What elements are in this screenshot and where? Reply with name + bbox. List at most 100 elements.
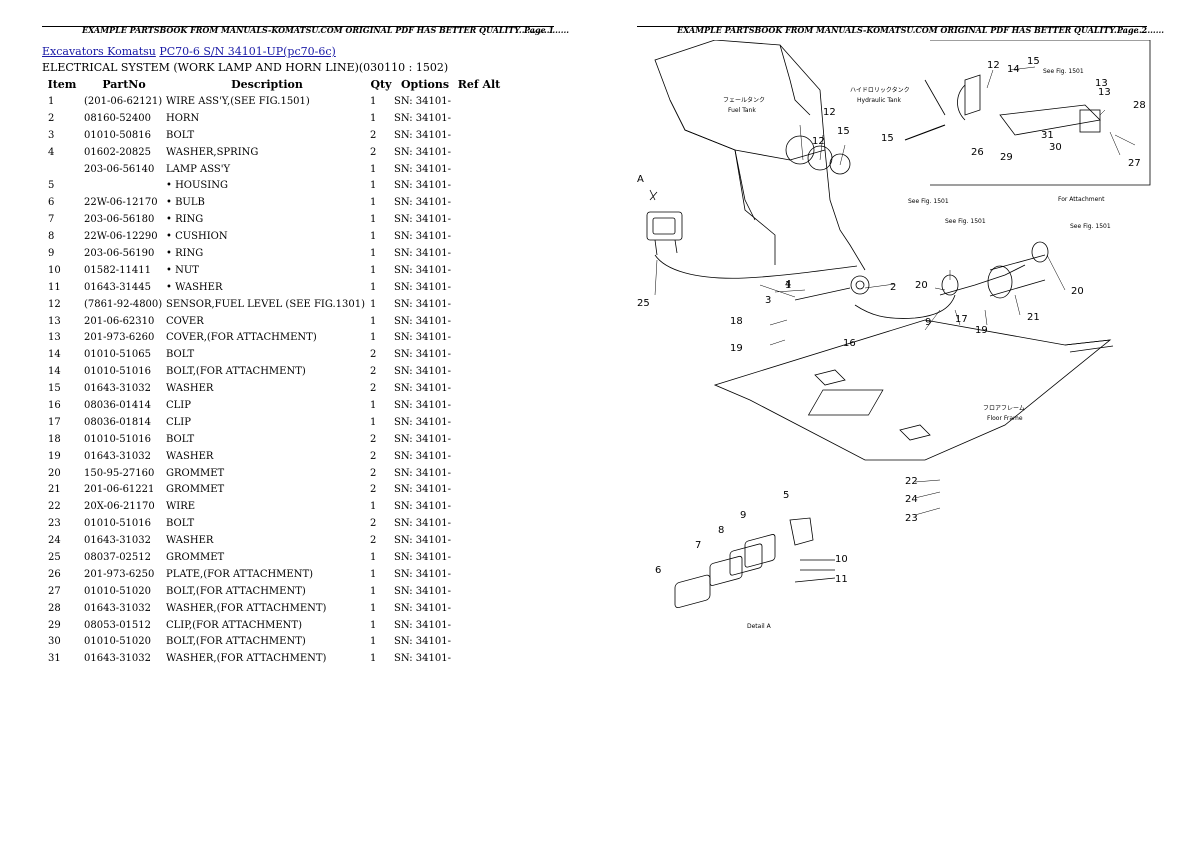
row-description: PLATE,(FOR ATTACHMENT) <box>166 568 314 580</box>
row-item: 3 <box>48 129 55 141</box>
callout-12b: 12 <box>987 60 1000 71</box>
row-partno: 08160-52400 <box>84 112 152 124</box>
detail-a-exploded <box>674 517 836 609</box>
row-qty: 1 <box>370 332 377 344</box>
row-options: SN: 34101- <box>394 247 451 259</box>
row-item: 16 <box>48 399 61 411</box>
row-partno: 01643-31445 <box>84 281 152 293</box>
callout-15: 15 <box>881 133 894 144</box>
row-item: 27 <box>48 585 61 597</box>
row-description: • WASHER <box>166 281 223 293</box>
row-description: BOLT <box>166 518 195 530</box>
callout-5: 5 <box>783 490 789 501</box>
row-options: SN: 34101- <box>394 366 451 378</box>
row-item: 19 <box>48 450 61 462</box>
row-partno: 08037-02512 <box>84 551 152 563</box>
row-item: 24 <box>48 535 61 547</box>
row-ref-alt <box>456 245 502 262</box>
row-partno: 203-06-56180 <box>84 214 155 226</box>
floor-frame-outline <box>713 319 1114 461</box>
row-item: 28 <box>48 602 61 614</box>
row-ref-alt <box>456 465 502 482</box>
see-fig-label-2: See Fig. 1501 <box>945 218 986 225</box>
row-options: SN: 34101- <box>394 501 451 513</box>
row-ref-alt <box>456 431 502 448</box>
callout-19b: 19 <box>975 325 988 336</box>
grommet-parts <box>941 241 1049 299</box>
row-partno: 203-06-56140 <box>84 163 155 175</box>
parts-table-body: 1(201-06-62121)WIRE ASS'Y,(SEE FIG.1501)… <box>42 93 502 667</box>
row-options: SN: 34101- <box>394 450 451 462</box>
col-partno: PartNo <box>102 78 146 91</box>
header-text: EXAMPLE PARTSBOOK FROM MANUALS-KOMATSU.C… <box>677 25 1165 35</box>
callout-25: 25 <box>637 298 650 309</box>
row-ref-alt <box>456 583 502 600</box>
row-ref-alt <box>456 211 502 228</box>
row-qty: 2 <box>370 349 377 361</box>
row-qty: 1 <box>370 585 377 597</box>
callout-17: 17 <box>955 314 968 325</box>
row-description: • NUT <box>166 264 199 276</box>
row-item: 11 <box>48 281 61 293</box>
row-partno: 01010-51016 <box>84 433 152 445</box>
row-options: SN: 34101- <box>394 484 451 496</box>
row-item: 26 <box>48 568 61 580</box>
row-options: SN: 34101- <box>394 129 451 141</box>
row-options: SN: 34101- <box>394 653 451 665</box>
row-options: SN: 34101- <box>394 95 451 107</box>
row-options: SN: 34101- <box>394 315 451 327</box>
row-qty: 1 <box>370 551 377 563</box>
row-item: 14 <box>48 366 61 378</box>
row-description: BOLT,(FOR ATTACHMENT) <box>166 585 306 597</box>
col-item: Item <box>47 78 77 91</box>
callout-11: 11 <box>835 574 848 585</box>
breadcrumb-link-excavators[interactable]: Excavators Komatsu <box>42 45 156 58</box>
callout-15c: 15 <box>837 126 850 137</box>
tank-label: Hydraulic Tank <box>857 97 902 104</box>
row-options: SN: 34101- <box>394 518 451 530</box>
breadcrumb-link-model[interactable]: PC70-6 S/N 34101-UP(pc70-6c) <box>159 45 336 58</box>
row-partno: 201-973-6250 <box>84 568 155 580</box>
row-qty: 2 <box>370 146 377 158</box>
callout-16: 16 <box>843 338 856 349</box>
row-ref-alt <box>456 296 502 313</box>
row-partno: 01010-51020 <box>84 585 152 597</box>
horn-part <box>794 275 870 301</box>
col-options: Options <box>400 78 450 91</box>
page-number: Page 2 <box>1116 25 1147 35</box>
row-item: 1 <box>48 95 55 107</box>
row-qty: 1 <box>370 281 377 293</box>
row-ref-alt <box>456 397 502 414</box>
page-number: Page 1 <box>523 25 554 35</box>
row-partno: 150-95-27160 <box>84 467 155 479</box>
work-lamp-part <box>646 211 683 256</box>
see-fig-label-1: See Fig. 1501 <box>908 198 949 205</box>
row-ref-alt <box>456 481 502 498</box>
row-item: 12 <box>48 298 61 310</box>
hydraulic-tank-outline <box>654 40 866 271</box>
row-item: 7 <box>48 214 55 226</box>
row-partno: 01643-31032 <box>84 383 152 395</box>
view-arrow <box>649 124 946 201</box>
row-partno: 20X-06-21170 <box>84 501 155 513</box>
row-partno: 201-06-62310 <box>84 315 155 327</box>
callout-13b: 13 <box>1098 87 1111 98</box>
row-options: SN: 34101- <box>394 433 451 445</box>
row-qty: 1 <box>370 399 377 411</box>
row-options: SN: 34101- <box>394 163 451 175</box>
row-item: 6 <box>48 197 55 209</box>
row-options: SN: 34101- <box>394 383 451 395</box>
row-item: 10 <box>48 264 61 276</box>
row-partno: (7861-92-4800) <box>84 298 163 310</box>
row-options: SN: 34101- <box>394 399 451 411</box>
row-options: SN: 34101- <box>394 551 451 563</box>
row-description: CLIP,(FOR ATTACHMENT) <box>166 619 302 631</box>
